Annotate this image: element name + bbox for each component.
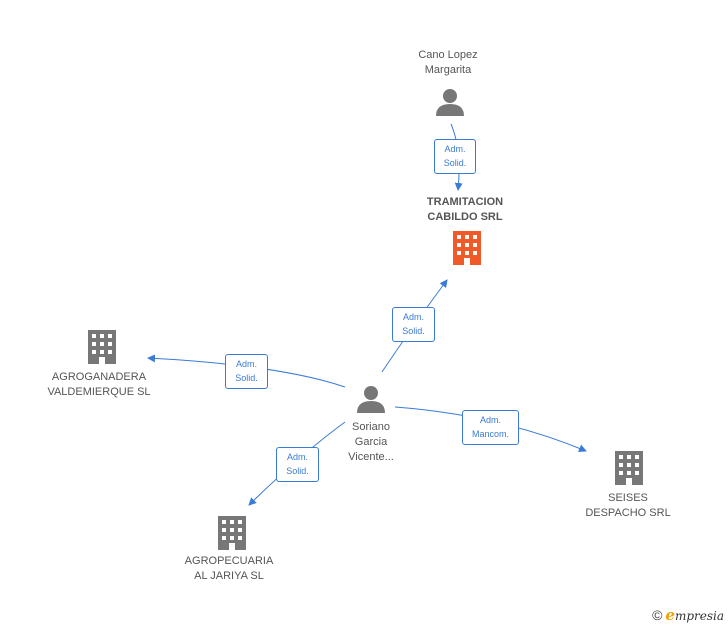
- person-icon[interactable]: [357, 386, 385, 413]
- node-label-agropecuaria[interactable]: AGROPECUARIA AL JARIYA SL: [184, 555, 274, 582]
- brand-logo-text: mpresia: [674, 609, 724, 623]
- building-icon[interactable]: [88, 330, 116, 364]
- edge-label-soriano-agropecuaria: Adm. Solid.: [276, 447, 319, 482]
- building-icon[interactable]: [615, 451, 643, 485]
- building-icon[interactable]: [453, 231, 481, 265]
- edge-label-cano-tramitacion: Adm. Solid.: [434, 139, 476, 174]
- edge-label-soriano-agroganadera: Adm. Solid.: [225, 354, 268, 389]
- copyright-icon: ©: [652, 607, 663, 623]
- person-icon[interactable]: [436, 89, 464, 116]
- building-icon[interactable]: [218, 516, 246, 550]
- node-label-cano[interactable]: Cano Lopez Margarita: [418, 49, 478, 76]
- node-label-seises[interactable]: SEISES DESPACHO SRL: [585, 492, 671, 519]
- brand-logo-initial: e: [665, 606, 675, 624]
- node-label-agroganadera[interactable]: AGROGANADERA VALDEMIERQUE SL: [47, 371, 151, 398]
- node-label-tramitacion[interactable]: TRAMITACION CABILDO SRL: [426, 196, 504, 223]
- brand-footer: ©empresia: [652, 606, 724, 624]
- edge-label-soriano-seises: Adm. Mancom.: [462, 410, 519, 445]
- node-label-soriano[interactable]: Soriano Garcia Vicente...: [348, 421, 394, 463]
- edge-label-soriano-tramitacion: Adm. Solid.: [392, 307, 435, 342]
